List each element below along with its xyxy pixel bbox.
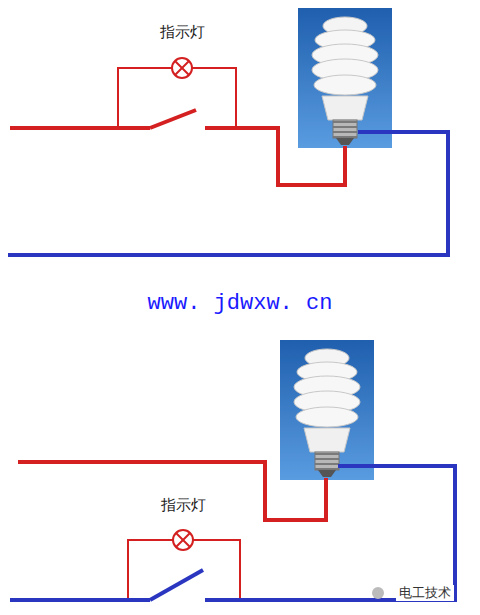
- neutral-wire-top: [8, 132, 448, 255]
- live-wire-top: [10, 110, 345, 185]
- neutral-wire-bottom: [10, 466, 455, 600]
- lamp-label: 指示灯: [161, 497, 206, 514]
- watermark: www. jdwxw. cn: [148, 292, 333, 316]
- indicator-lamp: [173, 530, 193, 550]
- watermark: 电工技术: [396, 585, 454, 601]
- lamp-label: 指示灯: [160, 24, 205, 41]
- live-wire-bottom: [18, 462, 326, 520]
- cfl-bulb: [298, 8, 392, 148]
- cfl-bulb: [280, 340, 374, 480]
- wechat-icon: [372, 587, 384, 599]
- indicator-lamp: [172, 58, 192, 78]
